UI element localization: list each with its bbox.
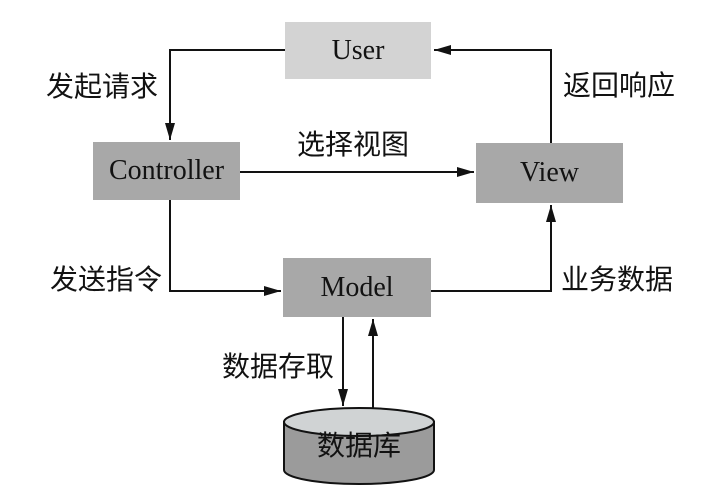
edge-controller-to-model bbox=[169, 200, 281, 296]
edge-view-to-user bbox=[434, 45, 552, 143]
database-node-label: 数据库 bbox=[316, 431, 401, 462]
database-cylinder-icon bbox=[283, 407, 435, 485]
user-node: User bbox=[285, 22, 431, 79]
edge-label-response: 返回响应 bbox=[563, 71, 676, 102]
view-node: View bbox=[476, 143, 623, 203]
edge-label-business-data: 业务数据 bbox=[561, 265, 674, 296]
model-node: Model bbox=[283, 258, 431, 317]
view-node-label: View bbox=[520, 157, 579, 188]
edge-user-to-controller bbox=[165, 49, 285, 140]
edge-model-to-view bbox=[431, 205, 556, 292]
edge-label-select-view: 选择视图 bbox=[297, 130, 410, 161]
edge-label-request: 发起请求 bbox=[46, 72, 159, 103]
edge-label-data-access: 数据存取 bbox=[222, 352, 335, 383]
user-node-label: User bbox=[331, 34, 385, 66]
edge-label-send-command: 发送指令 bbox=[50, 265, 163, 296]
controller-node: Controller bbox=[93, 142, 240, 200]
model-node-label: Model bbox=[320, 271, 394, 303]
controller-node-label: Controller bbox=[108, 155, 225, 186]
